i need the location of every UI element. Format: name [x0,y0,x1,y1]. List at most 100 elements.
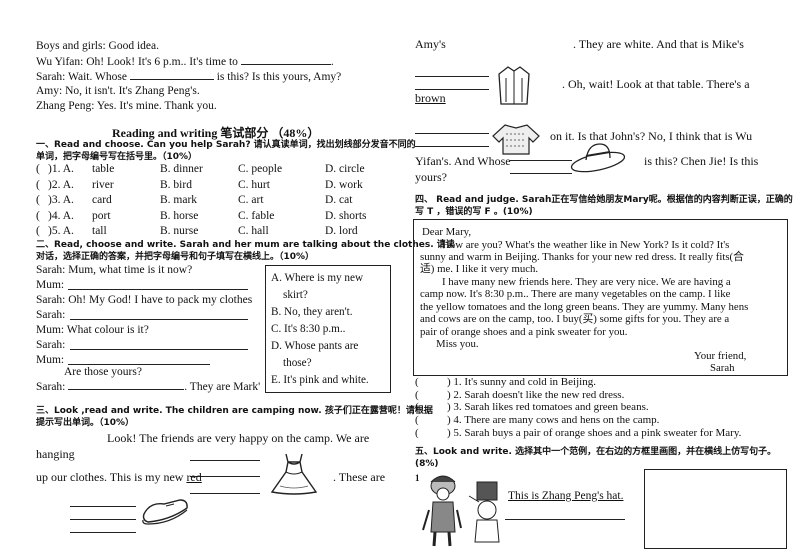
jacket-icon [498,66,530,105]
option-a: A. Where is my new [271,272,364,284]
sec5-heading-a: 五、Look and write. 选择其中一个范例，在右边的方框里画图，并在横… [415,447,777,457]
answer-line[interactable] [190,493,260,494]
answer-line[interactable] [68,289,248,290]
sec1-row-3-num: )3. A. [48,194,74,206]
answer-line[interactable] [70,519,136,520]
drawing-box[interactable] [644,469,787,549]
sec1-row-3-b: B. mark [160,194,198,206]
sec1-row-5-a: tall [92,225,107,237]
answer-blank[interactable] [240,53,331,65]
right-line-4a: Yifan's. And Whose [415,154,511,168]
dialogue-text: . [330,56,334,68]
letter-line: Dear Mary, [422,226,472,238]
shoes-icon [142,499,188,525]
answer-line[interactable] [415,133,489,134]
options-box: A. Where is my new skirt? B. No, they ar… [265,265,391,393]
sec1-row-1-b: B. dinner [160,163,203,175]
answer-line[interactable] [70,319,248,320]
sec2-line-3: Sarah: Oh! My God! I have to pack my clo… [36,294,253,306]
dialogue-text: Sarah: [36,381,66,393]
judge-answer-paren[interactable]: ( [415,414,419,427]
sec1-row-4-c: C. fable [238,209,275,222]
letter-box: Dear Mary, How are you? What's the weath… [413,219,788,376]
answer-line[interactable] [505,519,625,520]
dialogue-text: . They are Mark' [184,381,261,393]
dialogue-line-2: Wu Yifan: Oh! Look! It's 6 p.m.. It's ti… [36,53,334,70]
letter-signature: Sarah [710,362,735,374]
letter-line: How are you? What's the weather like in … [442,239,730,251]
section-title: Reading and writing 笔试部分 （48%） [112,126,320,140]
answer-line[interactable] [510,160,572,161]
judge-answer-paren[interactable]: ( [415,401,419,414]
option-c: C. It's 8:30 p.m.. [271,323,346,335]
letter-line: camp now. It's 8:30 p.m.. There are many… [420,288,731,300]
sec5-heading-b: (8%) [415,459,439,469]
right-line-5: yours? [415,170,447,184]
right-line-2-word: brown [415,91,446,105]
sec2-line-7: Mum: [36,354,65,366]
answer-line[interactable] [415,146,489,147]
letter-line: pair of orange shoes and a pink sweater … [420,326,628,338]
sec2-line-4: Sarah: [36,309,66,321]
sec2-line-5: Mum: What colour is it? [36,324,149,336]
option-e: E. It's pink and white. [271,374,369,386]
answer-line[interactable] [190,476,260,477]
sec1-row-2-paren[interactable]: ( [36,178,40,191]
judge-statement: ) 3. Sarah likes red tomatoes and green … [447,401,649,414]
judge-statement: ) 5. Sarah buys a pair of orange shoes a… [447,426,742,439]
sec1-row-1-c: C. people [238,163,283,175]
judge-statement: ) 1. It's sunny and cold in Beijing. [447,376,596,388]
sec2-line-6: Sarah: [36,339,66,351]
letter-line: I have many new friends here. They are v… [442,276,731,288]
dialogue-text: Wu Yifan: Oh! Look! It's 6 p.m.. It's ti… [36,56,238,68]
sec1-row-4-a: port [92,209,111,222]
sec5-number: 1. [415,473,422,483]
sec1-row-3-c: C. art [238,194,264,206]
answer-blank[interactable] [68,378,185,390]
sec1-row-3-paren[interactable]: ( [36,194,40,206]
letter-line: Miss you. [436,338,479,350]
judge-answer-paren[interactable]: ( [415,388,419,401]
answer-line[interactable] [68,364,210,365]
sec1-row-1-num: )1. A. [48,163,74,175]
letter-line: and cows are on the camp, too. I buy(买) … [420,313,730,325]
answer-line[interactable] [415,89,489,90]
sec2-heading-b: 对话，选择正确的答案，并把字母编号和句子填写在横线上。（10%） [36,252,315,262]
sec1-row-4-paren[interactable]: ( [36,209,40,222]
sec1-row-5-paren[interactable]: ( [36,225,40,237]
answer-line[interactable] [415,76,489,77]
judge-answer-paren[interactable]: ( [415,426,419,439]
sec4-heading-b: 写 T ，错误的写 F 。(10%) [415,207,533,217]
dialogue-text: is this? Is this yours, Amy? [216,71,342,83]
sec1-row-5-b: B. nurse [160,225,199,237]
answer-line[interactable] [70,506,136,507]
judge-statement: ) 4. There are many cows and hens on the… [447,414,660,427]
sec1-row-2-d: D. work [325,178,363,191]
paragraph-text: up our clothes. This is my new [36,470,184,484]
sec1-row-5-d: D. lord [325,225,358,237]
answer-line[interactable] [190,460,260,461]
sec3-heading-a: 三、Look ,read and write. The children are… [36,406,433,416]
sec1-heading-b: 单词，把字母编号写在括号里。（10%） [36,152,198,162]
answer-line[interactable] [70,532,136,533]
right-line-4b: is this? Chen Jie! Is this [644,154,759,168]
sec1-row-2-a: river [92,178,114,191]
answer-blank[interactable] [129,68,214,80]
right-line-1a: Amy's [415,37,446,51]
sec3-paragraph-3: up our clothes. This is my new red [36,469,202,485]
sec1-row-3-d: D. cat [325,194,353,206]
judge-answer-paren[interactable]: ( [415,376,419,388]
boy-with-hat-picture [419,472,501,548]
sec4-heading-a: 四、 Read and judge. Sarah正在写信给她朋友Mary呢。根据… [415,195,793,205]
sec1-row-2-num: )2. A. [48,178,74,191]
letter-line: sunny and warm in Beijing. Thanks for yo… [420,251,744,263]
right-line-3: on it. Is that John's? No, I think that … [550,129,753,143]
letter-line: the yellow tomatoes and the long green b… [420,301,749,313]
sec1-row-4-b: B. horse [160,209,199,222]
sec1-row-1-paren[interactable]: ( [36,163,40,175]
answer-line[interactable] [510,173,572,174]
sec2-line-9: Sarah: . They are Mark' [36,378,260,395]
answer-line[interactable] [70,349,248,350]
sec2-line-2: Mum: [36,279,65,291]
dialogue-line-4: Amy: No, it isn't. It's Zhang Peng's. [36,85,200,97]
